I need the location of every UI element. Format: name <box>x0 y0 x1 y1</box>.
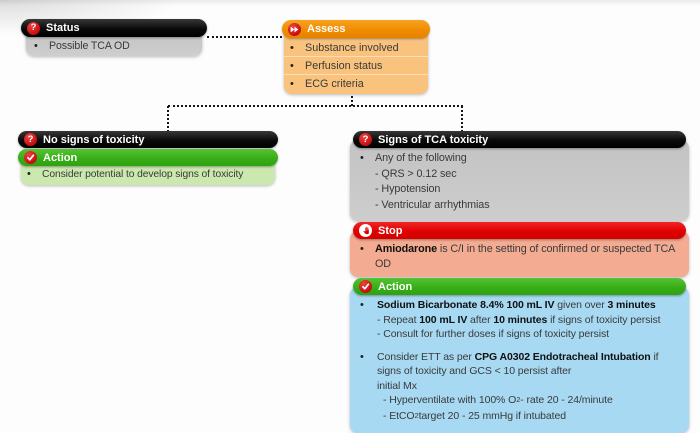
assess-box: Assess • Substance involved • Perfusion … <box>282 20 430 94</box>
criteria-sub-text: - QRS > 0.12 sec <box>375 167 457 180</box>
fast-forward-icon <box>288 22 301 36</box>
connector-branch-horizontal <box>168 105 463 107</box>
stop-item-text: Amiodarone is C/I in the setting of conf… <box>375 243 675 270</box>
toxicity-box: ? Signs of TCA toxicity • Any of the fol… <box>350 131 689 433</box>
criteria-sub: - QRS > 0.12 sec <box>360 167 679 183</box>
toxicity-criteria-body: • Any of the following - QRS > 0.12 sec … <box>350 140 689 221</box>
bicarb-sub-text: - Consult for further doses if signs of … <box>377 328 609 340</box>
bullet-icon: • <box>290 59 294 72</box>
bicarb-lead: • Sodium Bicarbonate 8.4% 100 mL IV give… <box>360 298 681 313</box>
no-toxicity-item-text: Consider potential to develop signs of t… <box>42 169 244 180</box>
no-toxicity-item: • Consider potential to develop signs of… <box>27 168 269 181</box>
connector-assess-down <box>351 91 353 106</box>
connector-branch-left-drop <box>167 106 169 132</box>
bullet-icon: • <box>360 152 364 164</box>
stop-item: • Amiodarone is C/I in the setting of co… <box>360 242 677 272</box>
assess-header: Assess <box>282 20 430 38</box>
assess-header-label: Assess <box>307 23 346 35</box>
bullet-icon: • <box>27 168 31 180</box>
stop-hand-icon <box>359 224 372 237</box>
criteria-sub: - Hypotension <box>360 182 679 198</box>
spacer <box>360 342 681 350</box>
toxicity-header: ? Signs of TCA toxicity <box>353 131 686 148</box>
bicarb-lead-text: Sodium Bicarbonate 8.4% 100 mL IV given … <box>377 299 656 311</box>
assess-item-text: ECG criteria <box>305 77 364 90</box>
check-icon <box>359 280 372 293</box>
bullet-icon: • <box>290 77 294 90</box>
no-toxicity-header: ? No signs of toxicity <box>18 131 278 148</box>
status-header-label: Status <box>46 22 80 34</box>
criteria-lead: • Any of the following <box>360 151 679 167</box>
assess-item: • Perfusion status <box>284 56 428 74</box>
status-header: ? Status <box>21 19 207 37</box>
bullet-icon: • <box>290 41 294 54</box>
toxicity-action-label: Action <box>378 280 413 293</box>
connector-branch-right-drop <box>461 106 463 132</box>
assess-item: • ECG criteria <box>284 74 428 92</box>
assess-item-text: Perfusion status <box>305 59 383 72</box>
criteria-sub-text: - Hypotension <box>375 183 441 195</box>
assess-body: • Substance involved • Perfusion status … <box>284 29 428 94</box>
bullet-icon: • <box>360 350 364 363</box>
bullet-icon: • <box>360 243 364 255</box>
toxicity-action-body: • Sodium Bicarbonate 8.4% 100 mL IV give… <box>350 287 689 433</box>
no-toxicity-box: ? No signs of toxicity Action • Consider… <box>18 131 278 185</box>
status-item: • Possible TCA OD <box>34 39 194 53</box>
bicarb-sub: - Consult for further doses if signs of … <box>360 327 681 342</box>
criteria-lead-text: Any of the following <box>375 152 467 164</box>
ett-line2: signs of toxicity and GCS < 10 persist a… <box>360 364 681 379</box>
stop-header: Stop <box>353 222 686 239</box>
ett-lead: • Consider ETT as per CPG A0302 Endotrac… <box>360 350 681 365</box>
stop-header-label: Stop <box>378 224 403 237</box>
connector-status-to-assess <box>207 36 282 38</box>
assess-item: • Substance involved <box>284 39 428 56</box>
bicarb-sub-text: - Repeat 100 mL IV after 10 minutes if s… <box>377 313 661 326</box>
status-item-text: Possible TCA OD <box>49 40 130 52</box>
question-icon: ? <box>359 133 372 146</box>
check-icon <box>24 151 37 164</box>
no-toxicity-action-header: Action <box>18 149 278 166</box>
bullet-icon: • <box>360 299 364 311</box>
toxicity-header-label: Signs of TCA toxicity <box>378 133 489 146</box>
bullet-icon: • <box>34 40 38 52</box>
toxicity-action-header: Action <box>353 278 686 295</box>
criteria-sub-text: - Ventricular arrhythmias <box>375 198 490 211</box>
assess-item-text: Substance involved <box>305 41 399 54</box>
ett-line3-text: initial Mx <box>377 379 417 392</box>
ett-lead-text: Consider ETT as per CPG A0302 Endotrache… <box>377 350 659 363</box>
no-toxicity-action-label: Action <box>43 151 78 164</box>
no-toxicity-header-label: No signs of toxicity <box>43 133 145 146</box>
bicarb-sub: - Repeat 100 mL IV after 10 minutes if s… <box>360 313 681 328</box>
criteria-sub: - Ventricular arrhythmias <box>360 198 679 214</box>
ett-line3: initial Mx <box>360 379 681 394</box>
status-box: ? Status • Possible TCA OD <box>21 19 207 56</box>
question-icon: ? <box>27 21 40 35</box>
ett-line2-text: signs of toxicity and GCS < 10 persist a… <box>377 365 572 377</box>
question-icon: ? <box>24 133 37 146</box>
